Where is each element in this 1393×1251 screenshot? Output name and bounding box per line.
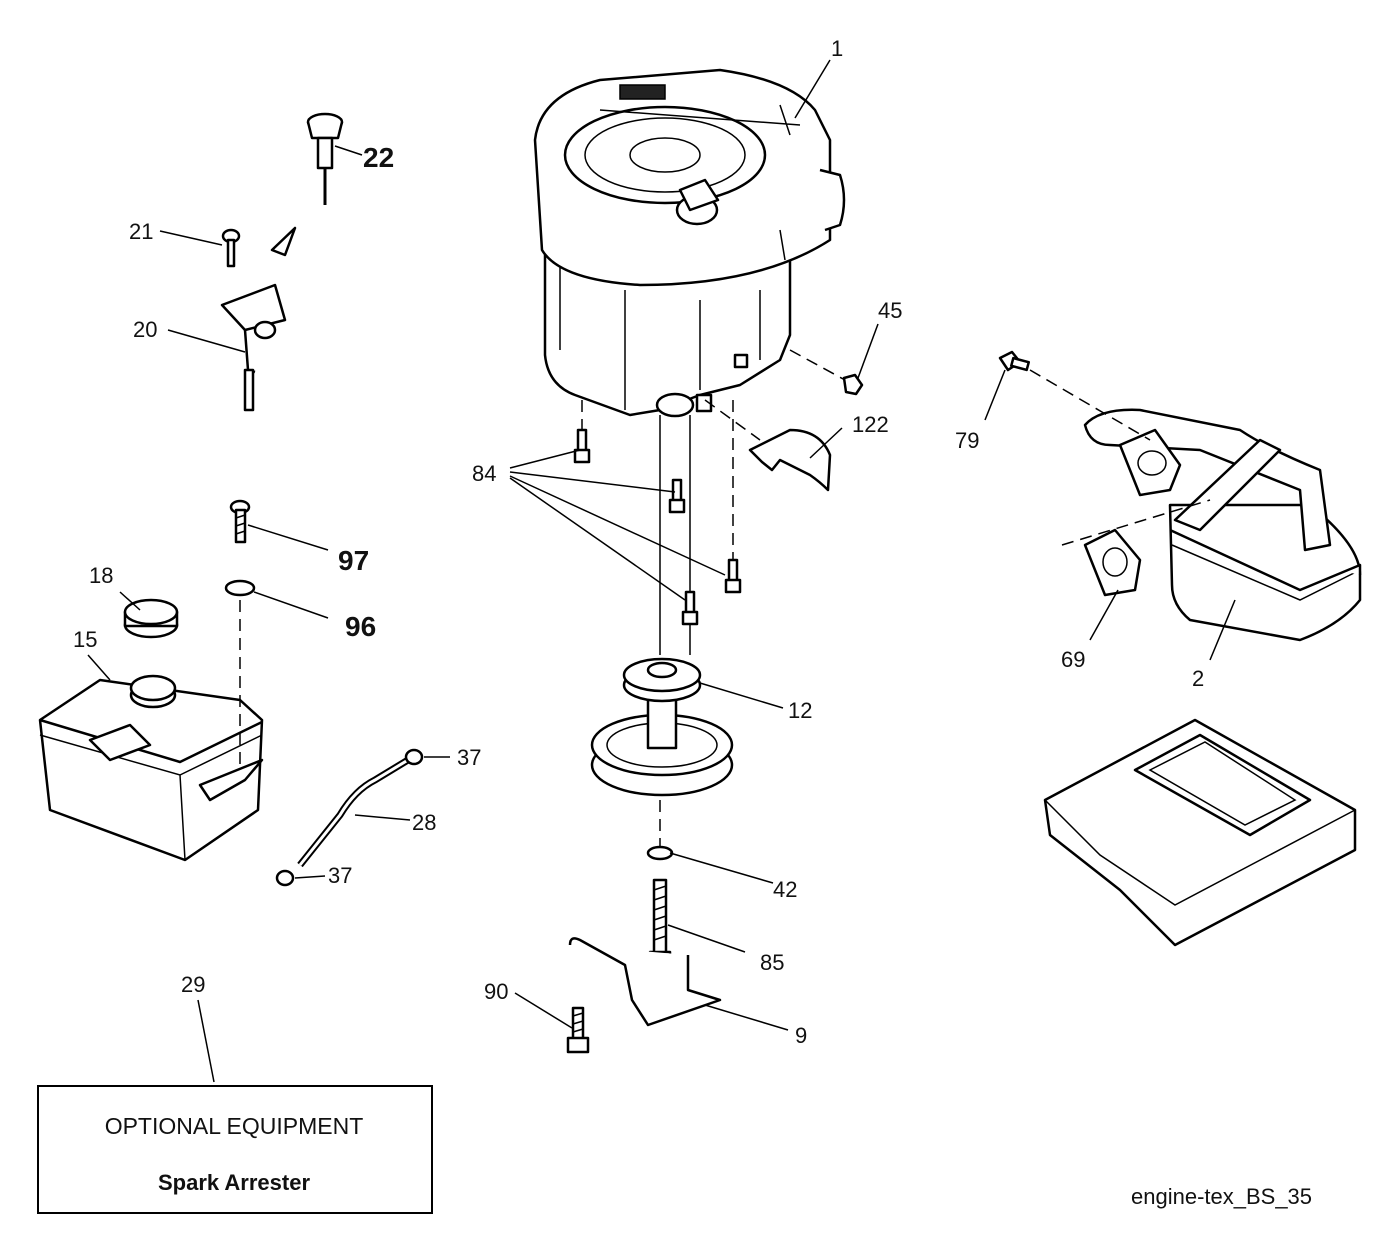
label-28: 28 <box>412 810 436 835</box>
label-42: 42 <box>773 877 797 902</box>
fuel-cap-18 <box>123 598 179 639</box>
nut-45 <box>842 373 864 396</box>
label-37-bottom: 37 <box>328 863 352 888</box>
screw-21 <box>221 228 241 268</box>
clamp-37-top <box>404 748 424 766</box>
optional-equipment-box <box>37 1085 433 1214</box>
label-37-top: 37 <box>457 745 481 770</box>
label-15: 15 <box>73 627 97 652</box>
label-9: 9 <box>795 1023 807 1048</box>
fuel-tank <box>38 674 264 862</box>
bolt-97 <box>229 499 251 544</box>
label-69: 69 <box>1061 647 1085 672</box>
pulley <box>590 657 734 797</box>
label-22: 22 <box>363 142 394 173</box>
optional-equipment-title: OPTIONAL EQUIPMENT <box>105 1113 364 1139</box>
label-85: 85 <box>760 950 784 975</box>
bolt-79 <box>998 350 1031 372</box>
engine <box>533 68 846 417</box>
gasket-69 <box>1083 528 1142 597</box>
label-2: 2 <box>1192 666 1204 691</box>
label-84: 84 <box>472 461 496 486</box>
crankshaft-collar <box>695 393 713 413</box>
label-90: 90 <box>484 979 508 1004</box>
choke-knob-22 <box>306 112 344 205</box>
label-97: 97 <box>338 545 369 576</box>
fuel-line-28-inner <box>298 758 409 866</box>
leader-lines <box>87 59 1236 1083</box>
engine-bolts-84 <box>573 400 742 626</box>
crankshaft-end <box>655 392 695 418</box>
washer-42 <box>646 845 674 861</box>
label-12: 12 <box>788 698 812 723</box>
label-21: 21 <box>129 219 153 244</box>
label-122: 122 <box>852 412 889 437</box>
clamp-37-bottom <box>275 869 295 887</box>
mounting-plate <box>1043 718 1357 947</box>
label-1: 1 <box>831 36 843 61</box>
bracket-9 <box>568 937 722 1027</box>
diagram-code: engine-tex_BS_35 <box>1131 1184 1312 1209</box>
washer-96 <box>224 579 256 597</box>
exhaust-flange <box>1118 428 1182 497</box>
label-18: 18 <box>89 563 113 588</box>
throttle-bracket-20 <box>220 226 297 412</box>
fuel-line-28 <box>297 757 410 868</box>
label-29: 29 <box>181 972 205 997</box>
label-96: 96 <box>345 611 376 642</box>
guide-122 <box>748 428 832 492</box>
label-20: 20 <box>133 317 157 342</box>
optional-equipment-subtitle: Spark Arrester <box>158 1170 310 1195</box>
bolt-90 <box>566 1006 590 1054</box>
label-79: 79 <box>955 428 979 453</box>
label-45: 45 <box>878 298 902 323</box>
